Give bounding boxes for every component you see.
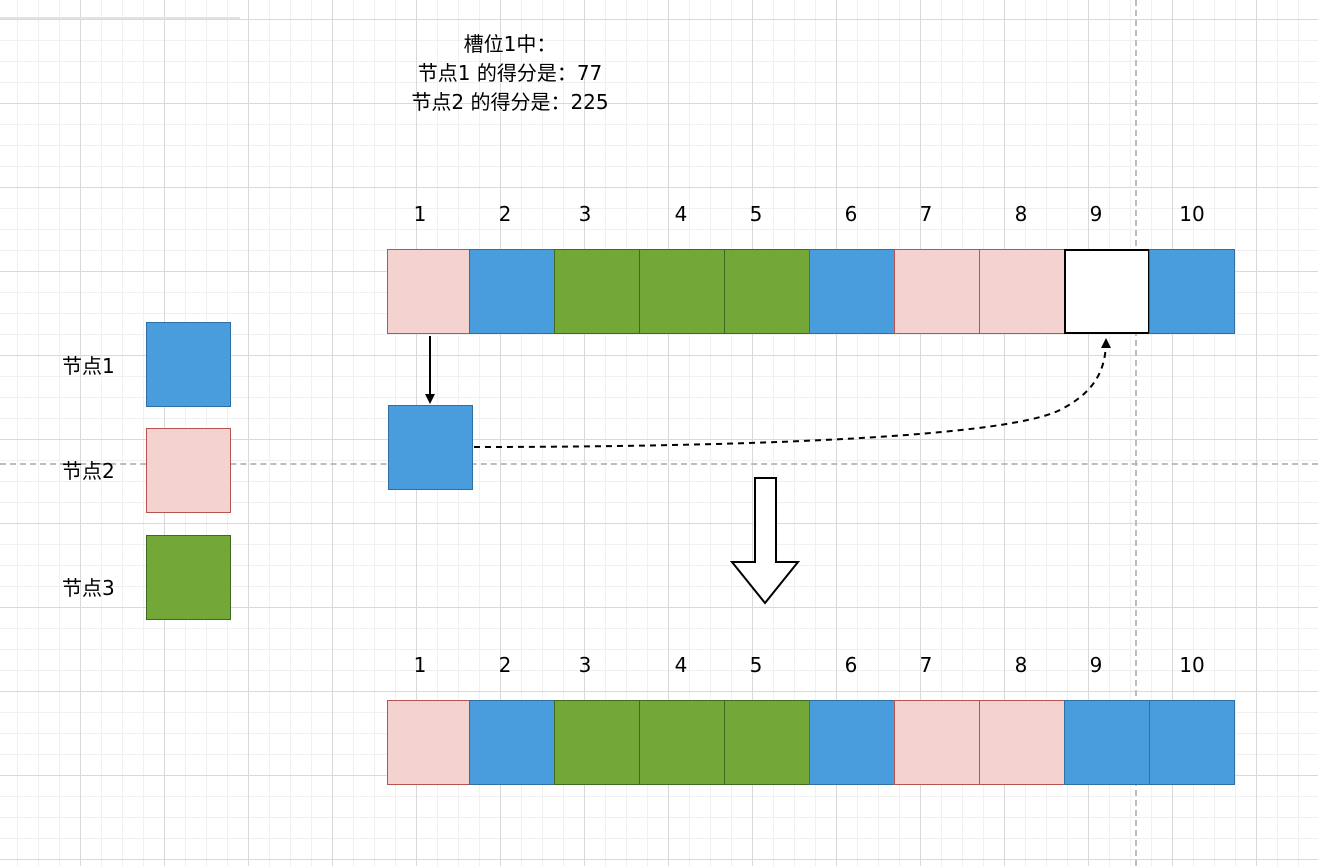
caption-line-2: 节点1 的得分是：77 [417, 61, 603, 85]
slot-before-3 [554, 249, 640, 334]
slot-before-10 [1149, 249, 1235, 334]
slot-after-9 [1064, 700, 1150, 785]
slot-before-2 [469, 249, 555, 334]
slot-number: 8 [1014, 202, 1028, 226]
dashed-move-connector [473, 338, 1111, 448]
slot-row-after [387, 700, 1235, 785]
slot-after-8 [979, 700, 1065, 785]
slot-before-9 [1064, 249, 1150, 334]
slot-after-7 [894, 700, 980, 785]
slot-number: 3 [578, 653, 592, 677]
slot-number: 2 [498, 202, 512, 226]
slot-after-1 [387, 700, 470, 785]
slot-number: 3 [578, 202, 592, 226]
slot-number: 6 [844, 653, 858, 677]
slot-after-5 [724, 700, 810, 785]
top-divider-line [0, 17, 240, 19]
slot-before-4 [639, 249, 725, 334]
hollow-down-arrow-icon [729, 477, 801, 605]
legend-swatch-node3 [146, 535, 231, 620]
slot-number: 9 [1089, 653, 1103, 677]
slot-number: 5 [749, 653, 763, 677]
slot-row-before [387, 249, 1235, 334]
slot-number: 10 [1179, 653, 1205, 677]
slot-before-7 [894, 249, 980, 334]
score-caption: 槽位1中： 节点1 的得分是：77 节点2 的得分是：225 [380, 30, 640, 117]
caption-line-1: 槽位1中： [463, 32, 557, 56]
slot-number: 4 [674, 653, 688, 677]
slot-number: 6 [844, 202, 858, 226]
vertical-guide-line [1135, 0, 1137, 866]
slot-after-3 [554, 700, 640, 785]
slot-number: 1 [413, 653, 427, 677]
caption-line-3: 节点2 的得分是：225 [411, 90, 609, 114]
slot-number: 1 [413, 202, 427, 226]
legend-label-node1: 节点1 [62, 354, 115, 378]
slot-number: 8 [1014, 653, 1028, 677]
slot-number: 5 [749, 202, 763, 226]
moving-node-block [388, 405, 473, 490]
slot-number: 10 [1179, 202, 1205, 226]
slot-after-10 [1149, 700, 1235, 785]
horizontal-guide-line [0, 463, 1318, 465]
legend-swatch-node2 [146, 428, 231, 513]
slot-before-5 [724, 249, 810, 334]
slot-number: 9 [1089, 202, 1103, 226]
slot-before-6 [809, 249, 895, 334]
slot-after-4 [639, 700, 725, 785]
slot-number: 2 [498, 653, 512, 677]
legend-label-node2: 节点2 [62, 459, 115, 483]
slot-number: 4 [674, 202, 688, 226]
slot-after-6 [809, 700, 895, 785]
slot-before-1 [387, 249, 470, 334]
slot-number: 7 [919, 653, 933, 677]
slot-before-8 [979, 249, 1065, 334]
slot-number: 7 [919, 202, 933, 226]
slot-after-2 [469, 700, 555, 785]
legend-swatch-node1 [146, 322, 231, 407]
legend-label-node3: 节点3 [62, 576, 115, 600]
